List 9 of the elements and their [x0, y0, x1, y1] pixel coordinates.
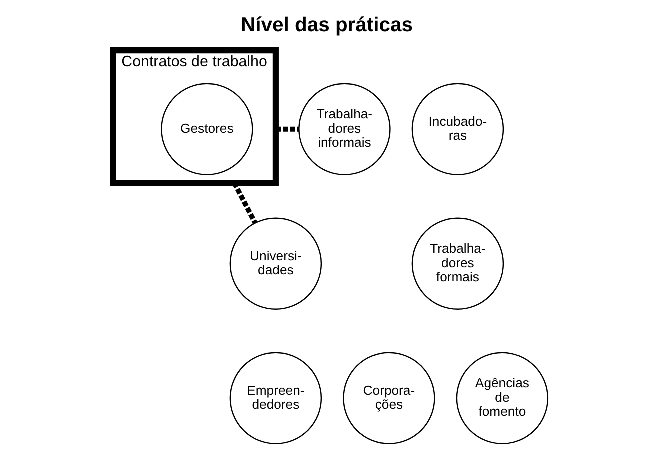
node-circle: Trabalha- dores formais [411, 218, 504, 310]
node-circle: Gestores [160, 83, 253, 176]
node-circle: Trabalha- dores informais [298, 83, 390, 176]
node-circle: Empreen- dedores [229, 352, 322, 444]
node-circle: Incubado- ras [411, 83, 504, 176]
node-circle: Agências de fomento [456, 352, 548, 444]
node-circle: Universi- dades [229, 218, 322, 310]
diagram-title: Nível das práticas [240, 14, 413, 36]
node-circle: Corpora- ções [342, 352, 435, 444]
